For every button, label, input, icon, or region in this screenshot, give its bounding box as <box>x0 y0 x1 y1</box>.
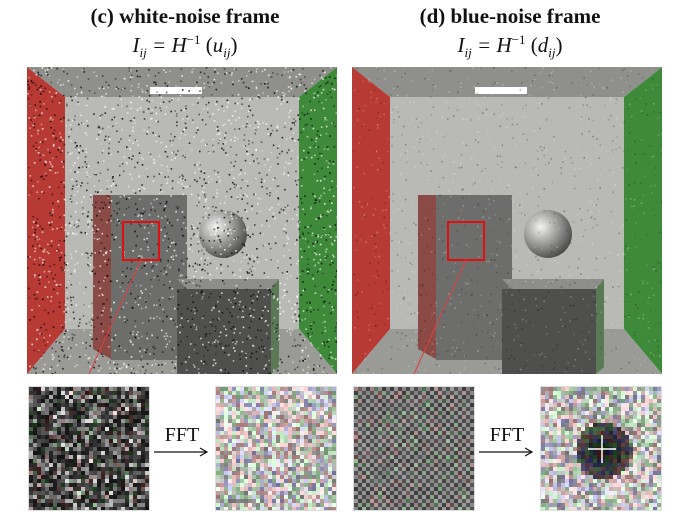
panel-title: (c) white-noise frame <box>90 4 280 28</box>
render-image <box>352 67 662 374</box>
fft-label: FFT <box>489 424 525 446</box>
formula-arg-sub: ij <box>548 45 556 61</box>
panel-white-noise: (c) white-noise frame Iij = H−1 (uij) FF… <box>20 0 350 525</box>
fft-spectrum <box>540 386 662 511</box>
zoom-crop <box>353 386 475 511</box>
fft-spectrum <box>215 386 337 511</box>
formula-lhs-sub: ij <box>139 45 147 61</box>
zoom-crop <box>28 386 150 511</box>
formula-sup: −1 <box>511 32 526 47</box>
formula-arg-sub: ij <box>223 45 231 61</box>
panel-title: (d) blue-noise frame <box>419 4 601 28</box>
fft-label: FFT <box>164 424 200 446</box>
render-image <box>27 67 337 374</box>
formula-lhs-sub: ij <box>464 45 472 61</box>
formula-arg: d <box>537 33 549 57</box>
spectrum-image <box>216 387 336 510</box>
fft-arrow <box>154 447 209 457</box>
formula-lhs: I <box>457 33 465 57</box>
formula-arg: u <box>212 33 224 57</box>
formula-sup: −1 <box>186 32 201 47</box>
panel-blue-noise: (d) blue-noise frame Iij = H−1 (dij) FFT <box>345 0 675 525</box>
crop-image <box>354 387 474 510</box>
crop-image <box>29 387 149 510</box>
panel-formula: Iij = H−1 (dij) <box>457 32 563 61</box>
formula-eq: = H <box>146 33 187 57</box>
panel-formula: Iij = H−1 (uij) <box>132 32 238 61</box>
spectrum-image <box>541 387 661 510</box>
formula-lhs: I <box>132 33 140 57</box>
formula-eq: = H <box>471 33 512 57</box>
fft-arrow <box>479 447 534 457</box>
cornell-box-render <box>352 67 662 374</box>
cornell-box-render <box>27 67 337 374</box>
